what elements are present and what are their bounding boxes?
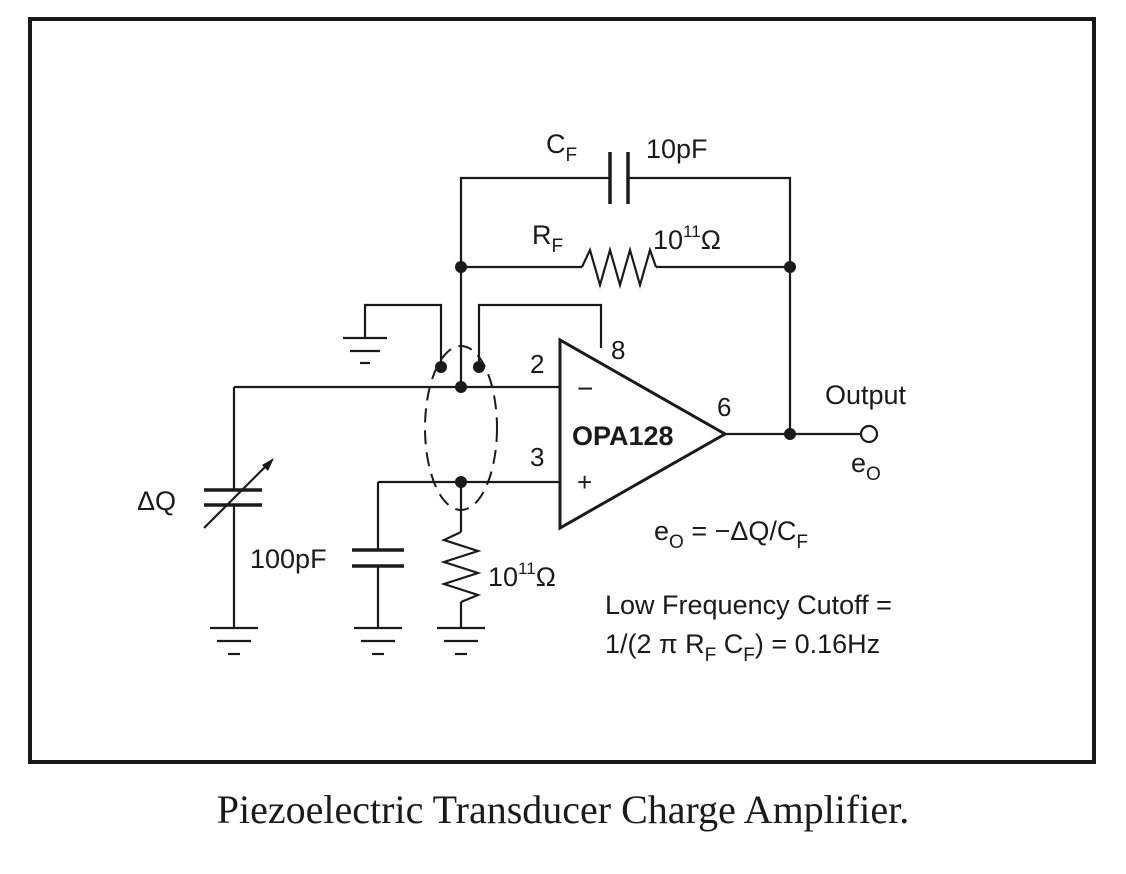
junction-dot (455, 261, 467, 273)
inverting-sign: − (577, 373, 593, 404)
input-cap-value: 100pF (250, 544, 327, 574)
junction-dot (784, 261, 796, 273)
cutoff-line-2: 1/(2 π RF CF) = 0.16Hz (605, 629, 880, 666)
feedback-resistor (461, 245, 790, 290)
cutoff-line-1: Low Frequency Cutoff = (605, 590, 892, 620)
output-symbol: eO (851, 448, 881, 485)
junction-dot (784, 428, 796, 440)
junction-dot (455, 381, 467, 393)
feedback-res-label: RF (532, 220, 563, 257)
input-res-value: 1011Ω (488, 559, 556, 592)
feedback-capacitor (459, 152, 792, 267)
source-label: ΔQ (137, 486, 176, 516)
piezo-source (203, 387, 274, 656)
input-capacitor (352, 548, 404, 656)
diagram-frame (28, 17, 1096, 764)
junction-dot (473, 361, 485, 373)
noninverting-sign: + (577, 467, 592, 497)
junction-dot (435, 361, 447, 373)
output-terminal (859, 424, 879, 444)
opamp-name: OPA128 (572, 421, 674, 451)
pin-6-label: 6 (717, 392, 731, 422)
opamp-triangle (558, 337, 729, 531)
feedback-cap-label: CF (546, 129, 577, 166)
pin-3-label: 3 (530, 442, 544, 472)
shield-ground (343, 303, 443, 367)
guard-wire (477, 303, 603, 367)
figure-caption: Piezoelectric Transducer Charge Amplifie… (216, 787, 910, 832)
input-resistor (437, 482, 485, 656)
pin-8-label: 8 (611, 335, 625, 365)
junction-dot (455, 476, 467, 488)
feedback-res-value: 1011Ω (653, 222, 721, 255)
pin-2-label: 2 (530, 349, 544, 379)
feedback-cap-value: 10pF (646, 134, 708, 164)
output-label: Output (825, 380, 907, 410)
output-equation: eO = −ΔQ/CF (654, 516, 808, 553)
